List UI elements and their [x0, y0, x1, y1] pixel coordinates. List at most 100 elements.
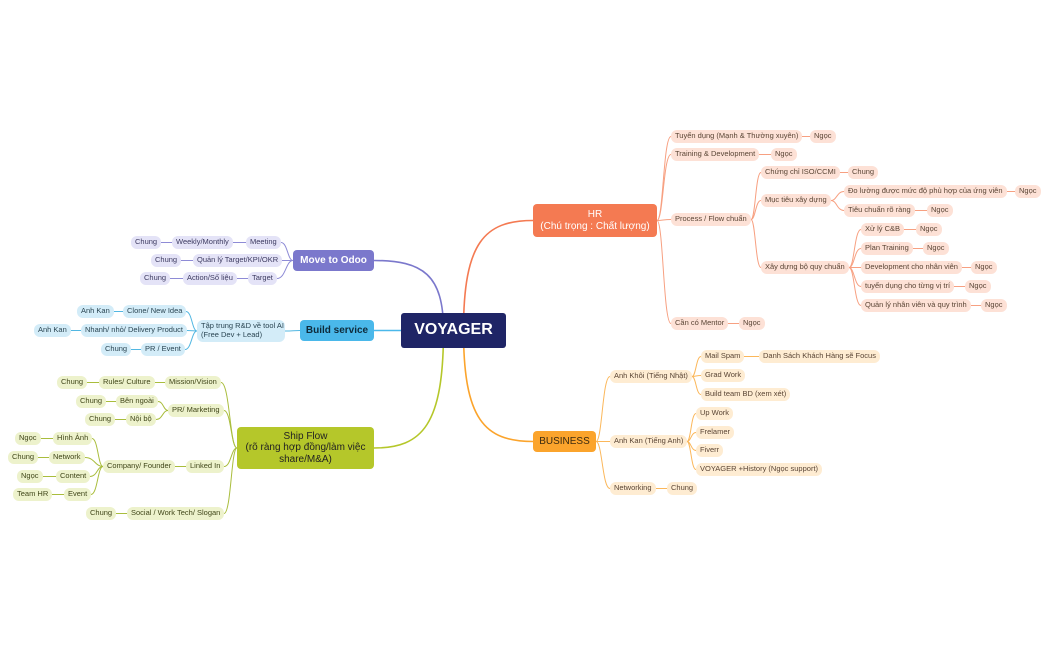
ship-pr-marketing[interactable]: PR/ Marketing — [168, 404, 224, 417]
root-topic[interactable]: VOYAGER — [401, 313, 506, 348]
link-hr-iso — [750, 172, 762, 220]
link-biz-build-team — [691, 376, 702, 395]
biz-anh-kan[interactable]: Anh Kan (Tiếng Anh) — [610, 435, 688, 448]
ship-linked-in[interactable]: Linked In — [186, 460, 225, 473]
build-clone[interactable]: Clone/ New Idea — [123, 305, 187, 318]
link-hr-training — [656, 154, 672, 221]
hr-iso-owner[interactable]: Chung — [848, 166, 879, 179]
hr-development[interactable]: Development cho nhân viên — [861, 261, 962, 274]
biz-voyager-history[interactable]: VOYAGER +History (Ngọc support) — [696, 463, 823, 476]
link-ship-ben-ngoai — [157, 401, 169, 411]
build-clone-owner[interactable]: Anh Kan — [77, 305, 114, 318]
build-pr-event-owner[interactable]: Chung — [101, 343, 132, 356]
ship-content[interactable]: Content — [56, 470, 91, 483]
odoo-weekly[interactable]: Weekly/Monthly — [172, 236, 233, 249]
ship-event[interactable]: Event — [64, 488, 92, 501]
link-build-pr-event — [184, 330, 198, 350]
ship-hinh-anh-owner[interactable]: Ngọc — [15, 432, 41, 445]
ship-social-owner[interactable]: Chung — [86, 507, 117, 520]
biz-fiverr[interactable]: Fiverr — [696, 444, 724, 457]
ship-noi-bo-owner[interactable]: Chung — [85, 413, 116, 426]
ship-content-owner[interactable]: Ngọc — [17, 470, 43, 483]
hr-training[interactable]: Training & Development — [671, 148, 760, 161]
biz-networking-owner[interactable]: Chung — [667, 482, 698, 495]
build-service-topic[interactable]: Build service — [300, 320, 374, 341]
link-hr-plan-training — [848, 248, 862, 268]
odoo-quan-ly-owner[interactable]: Chung — [151, 254, 182, 267]
ship-ben-ngoai-owner[interactable]: Chung — [76, 395, 107, 408]
hr-process[interactable]: Process / Flow chuẩn — [671, 213, 751, 226]
hr-plan-training[interactable]: Plan Training — [861, 242, 913, 255]
hr-xay-dung[interactable]: Xây dựng bộ quy chuẩn — [761, 261, 849, 274]
link-biz-networking — [595, 441, 611, 489]
ship-rules[interactable]: Rules/ Culture — [99, 376, 155, 389]
link-ship-hinh-anh — [91, 438, 104, 467]
ship-hinh-anh[interactable]: Hình Ảnh — [53, 432, 93, 445]
build-pr-event[interactable]: PR / Event — [141, 343, 185, 356]
hr-do-luong[interactable]: Đo lường được mức độ phù hợp của ứng viê… — [844, 185, 1007, 198]
hr-tuyen-dung[interactable]: Tuyển dụng (Mạnh & Thường xuyên) — [671, 130, 803, 143]
link-biz-upwork — [686, 413, 697, 442]
hr-xu-ly[interactable]: Xử lý C&B — [861, 223, 905, 236]
hr-mentor-owner[interactable]: Ngọc — [739, 317, 765, 330]
link-odoo-target — [276, 260, 294, 279]
hr-tuyen-vi-tri[interactable]: tuyển dụng cho từng vị trí — [861, 280, 955, 293]
biz-mail-spam[interactable]: Mail Spam — [701, 350, 745, 363]
ship-noi-bo[interactable]: Nội bộ — [126, 413, 156, 426]
link-hr-mentor — [656, 220, 672, 324]
hr-quan-ly-nv-owner[interactable]: Ngọc — [981, 299, 1007, 312]
biz-grad-work[interactable]: Grad Work — [701, 369, 746, 382]
hr-tuyen-dung-owner[interactable]: Ngọc — [810, 130, 836, 143]
biz-danh-sach[interactable]: Danh Sách Khách Hàng sẽ Focus — [759, 350, 880, 363]
link-hr-muc-tieu — [750, 200, 762, 220]
odoo-action[interactable]: Action/Số liệu — [183, 272, 237, 285]
link-ship-flow-topic — [373, 330, 445, 449]
odoo-target-owner[interactable]: Chung — [140, 272, 171, 285]
hr-quan-ly-nv[interactable]: Quản lý nhân viên và quy trình — [861, 299, 971, 312]
link-odoo-meeting — [280, 242, 294, 261]
biz-upwork[interactable]: Up Work — [696, 407, 734, 420]
ship-network[interactable]: Network — [49, 451, 85, 464]
ship-ben-ngoai[interactable]: Bên ngoài — [116, 395, 158, 408]
link-hr-do-luong — [830, 191, 845, 201]
build-tap-trung[interactable]: Tập trung R&D về tool AI (Free Dev + Lea… — [197, 320, 285, 342]
ship-mission[interactable]: Mission/Vision — [165, 376, 221, 389]
odoo-quan-ly[interactable]: Quản lý Target/KPI/OKR — [193, 254, 283, 267]
odoo-topic[interactable]: Move to Odoo — [293, 250, 374, 271]
hr-training-owner[interactable]: Ngọc — [771, 148, 797, 161]
build-nhanh-owner[interactable]: Anh Kan — [34, 324, 71, 337]
ship-event-owner[interactable]: Team HR — [13, 488, 53, 501]
biz-networking[interactable]: Networking — [610, 482, 656, 495]
link-ship-event — [90, 466, 104, 495]
hr-xu-ly-owner[interactable]: Ngọc — [916, 223, 942, 236]
odoo-meeting-owner[interactable]: Chung — [131, 236, 162, 249]
build-nhanh[interactable]: Nhanh/ nhỏ/ Delivery Product — [81, 324, 187, 337]
ship-network-owner[interactable]: Chung — [8, 451, 39, 464]
biz-frelamer[interactable]: Frelamer — [696, 426, 735, 439]
business-topic[interactable]: BUSINESS — [533, 431, 596, 452]
ship-flow-topic[interactable]: Ship Flow (rõ ràng hợp đồng/làm việc sha… — [237, 427, 374, 469]
hr-mentor[interactable]: Cần có Mentor — [671, 317, 729, 330]
link-hr-tieu-chuan — [830, 200, 845, 211]
hr-do-luong-owner[interactable]: Ngọc — [1015, 185, 1041, 198]
hr-iso[interactable]: Chứng chỉ ISO/CCMI — [761, 166, 840, 179]
hr-tieu-chuan-owner[interactable]: Ngọc — [927, 204, 953, 217]
ship-mission-owner[interactable]: Chung — [57, 376, 88, 389]
ship-social[interactable]: Social / Work Tech/ Slogan — [127, 507, 225, 520]
hr-development-owner[interactable]: Ngọc — [971, 261, 997, 274]
ship-company[interactable]: Company/ Founder — [103, 460, 176, 473]
link-build-tap-trung — [284, 330, 301, 332]
biz-build-team[interactable]: Build team BD (xem xét) — [701, 388, 791, 401]
hr-plan-training-owner[interactable]: Ngọc — [923, 242, 949, 255]
hr-tuyen-vi-tri-owner[interactable]: Ngọc — [965, 280, 991, 293]
hr-tieu-chuan[interactable]: Tiêu chuẩn rõ ràng — [844, 204, 915, 217]
hr-muc-tieu[interactable]: Mục tiêu xây dựng — [761, 194, 831, 207]
link-build-nhanh — [186, 330, 198, 332]
link-ship-social — [223, 447, 238, 514]
biz-anh-khoi[interactable]: Anh Khôi (Tiếng Nhật) — [610, 370, 692, 383]
odoo-meeting[interactable]: Meeting — [246, 236, 281, 249]
odoo-target[interactable]: Target — [248, 272, 277, 285]
hr-topic[interactable]: HR (Chú trọng : Chất lượng) — [533, 204, 657, 237]
link-business-topic — [462, 330, 534, 443]
